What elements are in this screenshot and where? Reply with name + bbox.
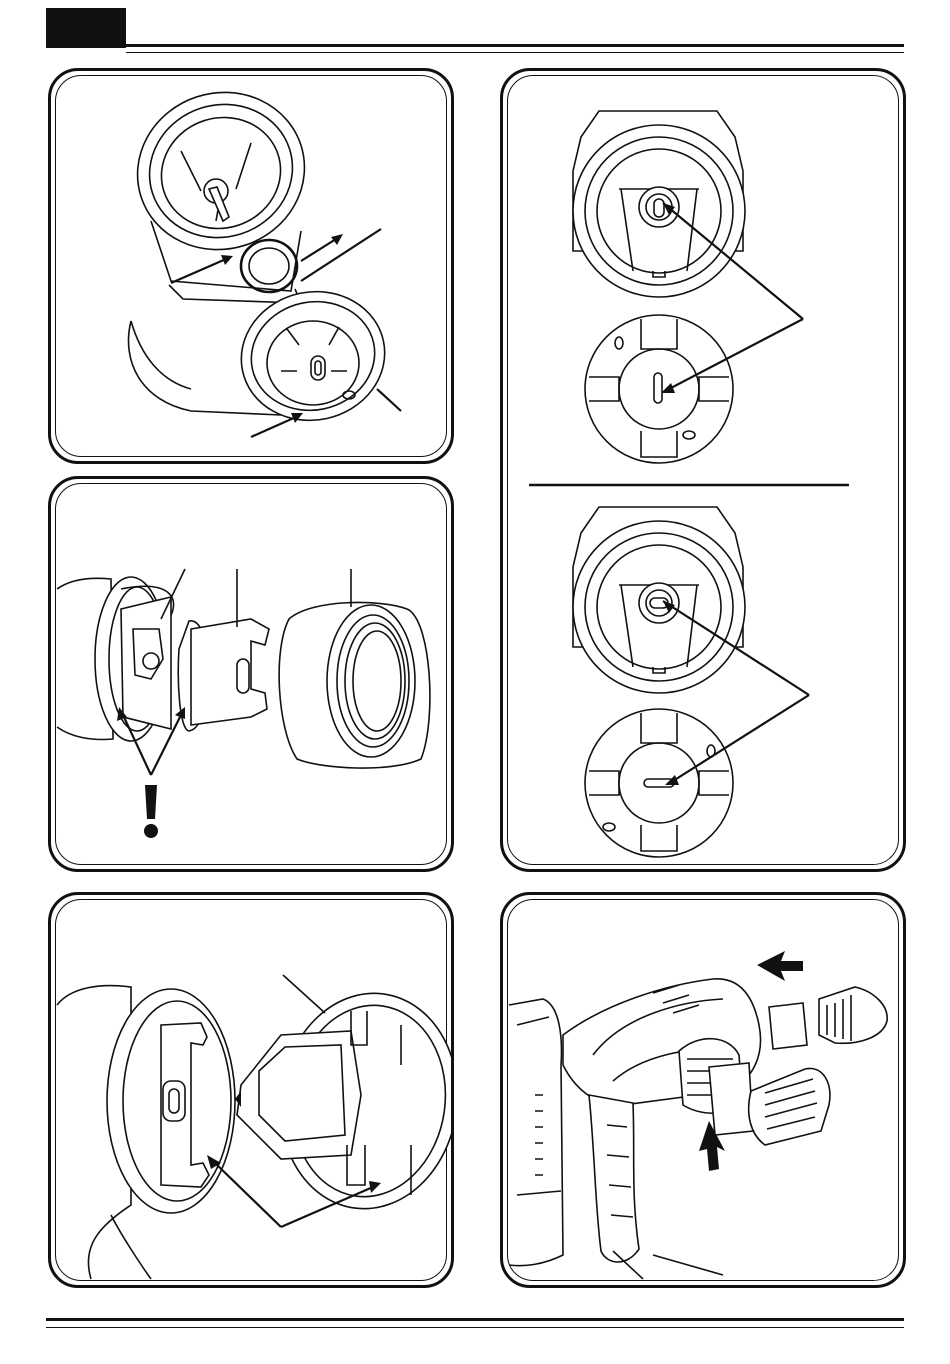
figure-panel-3 xyxy=(500,68,906,872)
page-number-tab xyxy=(46,8,126,48)
figure-panel-4 xyxy=(48,892,454,1288)
air-cap-mounting-illustration xyxy=(51,895,451,1285)
spray-gun-filter-illustration xyxy=(503,895,903,1285)
nozzle-rear-illustration xyxy=(51,71,451,461)
header-rule xyxy=(46,44,904,47)
insert-arrow-icon xyxy=(757,951,803,981)
warning-exclamation-icon xyxy=(145,785,157,819)
figure-panel-2 xyxy=(48,476,454,872)
header-rule-thin xyxy=(126,52,904,53)
nozzle-alignment-illustration xyxy=(503,71,903,869)
figure-panel-1 xyxy=(48,68,454,464)
figure-panel-5 xyxy=(500,892,906,1288)
footer-rule xyxy=(46,1318,904,1321)
air-cap-exploded-illustration xyxy=(51,479,451,869)
footer-rule-thin xyxy=(46,1327,904,1328)
